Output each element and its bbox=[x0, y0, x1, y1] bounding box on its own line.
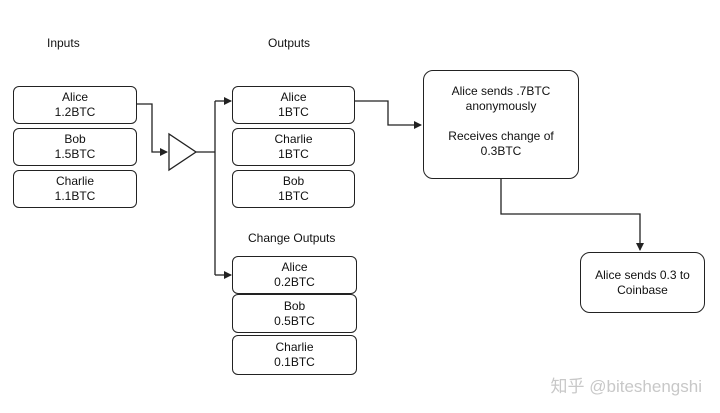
change-outputs-heading: Change Outputs bbox=[248, 231, 336, 245]
change-output-name: Bob bbox=[283, 298, 306, 313]
input-box-alice: Alice 1.2BTC bbox=[13, 86, 137, 124]
note-line: Alice sends .7BTC bbox=[451, 84, 551, 98]
change-output-box-alice: Alice 0.2BTC bbox=[232, 256, 357, 294]
mixer-triangle bbox=[168, 132, 198, 172]
output-name: Bob bbox=[282, 174, 305, 188]
note-line: Coinbase bbox=[617, 282, 668, 297]
input-box-charlie: Charlie 1.1BTC bbox=[13, 170, 137, 208]
note-line: 0.3BTC bbox=[480, 144, 522, 158]
output-amount: 1BTC bbox=[278, 105, 309, 119]
output-box-alice: Alice 1BTC bbox=[232, 86, 355, 124]
note-line: Alice sends 0.3 to bbox=[595, 267, 690, 282]
input-to-mixer-connector bbox=[137, 103, 168, 156]
output-amount: 1BTC bbox=[278, 189, 309, 203]
input-amount: 1.5BTC bbox=[54, 147, 96, 161]
note-to-coinbase-connector bbox=[500, 179, 644, 251]
change-output-amount: 0.1BTC bbox=[274, 355, 315, 369]
input-amount: 1.2BTC bbox=[54, 105, 96, 119]
output-name: Alice bbox=[280, 90, 307, 104]
change-output-box-charlie: Charlie 0.1BTC bbox=[232, 335, 357, 375]
input-name: Charlie bbox=[55, 174, 94, 188]
change-output-name: Alice bbox=[281, 260, 308, 274]
change-output-amount: 0.2BTC bbox=[274, 275, 315, 289]
change-output-box-bob: Bob 0.5BTC bbox=[232, 294, 357, 333]
input-box-bob: Bob 1.5BTC bbox=[13, 128, 137, 166]
output-box-charlie: Charlie 1BTC bbox=[232, 128, 355, 166]
inputs-heading: Inputs bbox=[47, 36, 80, 50]
alice-sends-note-box: Alice sends .7BTC anonymously Receives c… bbox=[423, 70, 579, 179]
change-output-name: Charlie bbox=[275, 340, 314, 354]
outputs-to-note-connector bbox=[355, 100, 422, 129]
coinbase-note-box: Alice sends 0.3 to Coinbase bbox=[580, 252, 705, 313]
watermark: 知乎 @biteshengshi bbox=[550, 377, 702, 396]
input-name: Alice bbox=[61, 90, 88, 104]
outputs-heading: Outputs bbox=[268, 36, 311, 50]
input-amount: 1.1BTC bbox=[54, 189, 96, 203]
note-line: anonymously bbox=[465, 99, 537, 113]
output-amount: 1BTC bbox=[278, 147, 309, 161]
change-output-amount: 0.5BTC bbox=[274, 313, 315, 328]
note-line: Receives change of bbox=[448, 129, 554, 143]
input-name: Bob bbox=[64, 132, 86, 146]
output-name: Charlie bbox=[274, 132, 313, 146]
output-box-bob: Bob 1BTC bbox=[232, 170, 355, 208]
